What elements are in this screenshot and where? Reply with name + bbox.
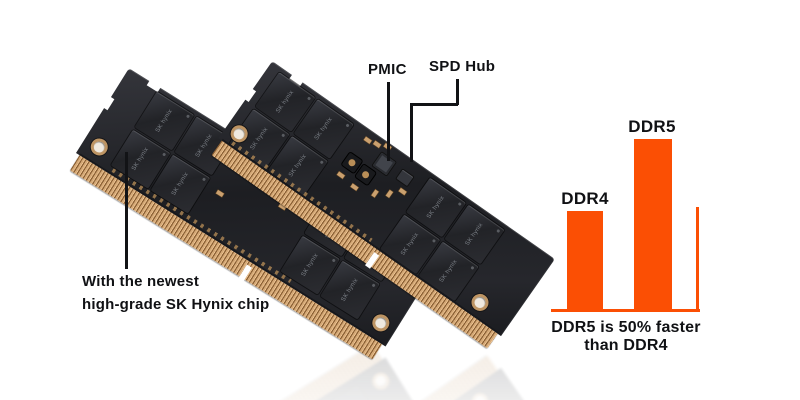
pcb-side-notch	[102, 96, 115, 111]
chart-caption-line2: than DDR4	[584, 336, 668, 354]
chip-brand-text: SK hynix	[275, 89, 296, 115]
mount-hole	[468, 290, 492, 315]
capacitor	[385, 189, 394, 198]
chip-brand-text: SK hynix	[131, 146, 151, 172]
capacitor	[336, 171, 345, 179]
spd-pointer-line	[410, 103, 458, 106]
bar-label-ddr5: DDR5	[628, 117, 676, 136]
pin-notch	[364, 252, 379, 269]
chip-note-line2: high-grade SK Hynix chip	[82, 296, 270, 313]
chip-brand-text: SK hynix	[400, 231, 421, 257]
bar-ddr5	[634, 139, 672, 309]
chip-note-text: With the newest high-grade SK Hynix chip	[82, 270, 269, 316]
capacitor	[350, 183, 359, 191]
chip-brand-text: SK hynix	[170, 171, 190, 197]
inductor	[355, 164, 377, 186]
capacitor	[373, 140, 382, 148]
pcb-corner-step	[146, 79, 162, 93]
pmic-chip	[372, 152, 396, 176]
mount-hole	[87, 135, 111, 159]
chart-baseline	[551, 309, 700, 312]
chip-brand-text: SK hynix	[313, 116, 334, 142]
chart-caption: DDR5 is 50% faster than DDR4	[538, 319, 714, 354]
capacitor	[371, 189, 379, 198]
pcb-side-notch	[243, 87, 257, 102]
spd-hub-label: SPD Hub	[429, 58, 496, 75]
chip-brand-text: SK hynix	[300, 252, 320, 278]
chip-brand-text: SK hynix	[154, 108, 174, 134]
spd-pointer-line	[410, 103, 413, 162]
chip-note-line1: With the newest	[82, 273, 200, 290]
pmic-label: PMIC	[368, 61, 407, 78]
spd-hub-chip	[396, 169, 414, 187]
capacitor	[398, 187, 407, 196]
chip-brand-text: SK hynix	[464, 222, 485, 247]
chip-note-pointer-line	[125, 152, 128, 269]
mount-hole	[369, 311, 393, 335]
chip-brand-text: SK hynix	[249, 126, 270, 152]
chip-brand-text: SK hynix	[426, 195, 446, 220]
chip-brand-text: SK hynix	[340, 277, 360, 303]
chip-brand-text: SK hynix	[438, 258, 459, 284]
bar-ddr4	[567, 211, 603, 309]
spd-pointer-line	[456, 79, 459, 105]
chip-brand-text: SK hynix	[288, 153, 308, 179]
pmic-pointer-line	[387, 82, 390, 161]
chart-right-axis-line	[696, 207, 699, 312]
chart-caption-line1: DDR5 is 50% faster	[551, 319, 701, 336]
bar-label-ddr4: DDR4	[561, 189, 609, 208]
capacitor	[363, 136, 372, 144]
capacitor	[215, 189, 224, 198]
